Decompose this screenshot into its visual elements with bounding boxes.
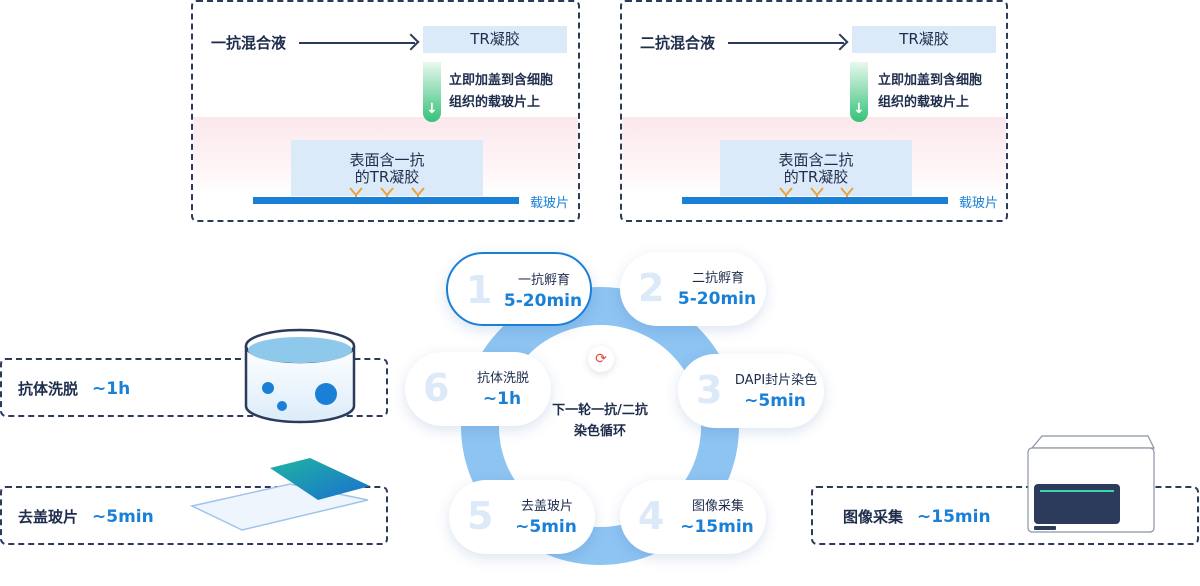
gel-box: TR凝胶 bbox=[852, 26, 996, 53]
step-5[interactable]: 5 去盖玻片 ~5min bbox=[449, 480, 595, 554]
slide-label: 载玻片 bbox=[959, 196, 999, 211]
gel-box: TR凝胶 bbox=[423, 26, 567, 53]
instruction-text: 立即加盖到含细胞 组织的载玻片上 bbox=[449, 70, 553, 114]
slide-gel-line-1: 表面含一抗 bbox=[349, 151, 425, 169]
mix-label: 二抗混合液 bbox=[640, 34, 716, 52]
elution-time: ~1h bbox=[92, 379, 131, 399]
instruction-text: 立即加盖到含细胞 组织的载玻片上 bbox=[878, 70, 982, 114]
step-name: 去盖玻片 bbox=[520, 499, 573, 514]
elution-label: 抗体洗脱 ~1h bbox=[18, 378, 130, 399]
instruction-line-2: 组织的载玻片上 bbox=[449, 95, 541, 110]
slide-bar bbox=[682, 197, 948, 204]
step-number: 6 bbox=[423, 366, 450, 410]
cycle-center-text: 下一轮一抗/二抗 染色循环 bbox=[538, 400, 662, 442]
step-time: ~5min bbox=[744, 391, 806, 411]
step-4[interactable]: 4 图像采集 ~15min bbox=[620, 480, 766, 554]
coverslip-name: 去盖玻片 bbox=[18, 508, 79, 526]
imaging-name: 图像采集 bbox=[843, 508, 904, 526]
instruction-line-1: 立即加盖到含细胞 bbox=[878, 73, 983, 88]
instruction-line-1: 立即加盖到含细胞 bbox=[449, 73, 554, 88]
step-name: 抗体洗脱 bbox=[476, 371, 529, 386]
coverslip-label: 去盖玻片 ~5min bbox=[18, 506, 154, 527]
step-name: DAPI封片染色 bbox=[734, 373, 818, 388]
step-3[interactable]: 3 DAPI封片染色 ~5min bbox=[678, 354, 824, 428]
step-number: 4 bbox=[638, 494, 665, 538]
center-line-2: 染色循环 bbox=[573, 424, 626, 439]
step-number: 1 bbox=[466, 268, 493, 312]
mix-label: 一抗混合液 bbox=[211, 34, 287, 52]
step-number: 3 bbox=[696, 368, 723, 412]
refresh-icon: ⟳ bbox=[588, 346, 614, 372]
step-6[interactable]: 6 抗体洗脱 ~1h bbox=[405, 352, 551, 426]
primary-antibody-panel: 一抗混合液 TR凝胶 ↓ 立即加盖到含细胞 组织的载玻片上 表面含一抗 的TR凝… bbox=[191, 0, 580, 222]
instruction-line-2: 组织的载玻片上 bbox=[878, 95, 970, 110]
arrow-right-icon bbox=[299, 42, 415, 44]
elution-name: 抗体洗脱 bbox=[18, 380, 79, 398]
slide-label: 载玻片 bbox=[530, 196, 570, 211]
step-name: 二抗孵育 bbox=[691, 271, 744, 286]
step-time: ~1h bbox=[482, 389, 522, 409]
imaging-label: 图像采集 ~15min bbox=[843, 506, 991, 527]
step-name: 一抗孵育 bbox=[517, 273, 570, 288]
slide-gel-line-2: 的TR凝胶 bbox=[354, 168, 420, 186]
elution-beaker-icon bbox=[244, 328, 356, 424]
arrow-right-icon bbox=[728, 42, 844, 44]
coverslip-icon bbox=[190, 458, 370, 531]
step-2[interactable]: 2 二抗孵育 5-20min bbox=[620, 252, 766, 326]
step-1[interactable]: 1 一抗孵育 5-20min bbox=[446, 252, 592, 326]
step-number: 5 bbox=[467, 494, 494, 538]
slide-gel-line-2: 的TR凝胶 bbox=[783, 168, 849, 186]
drop-down-arrow-icon: ↓ bbox=[423, 62, 441, 122]
slide-gel-line-1: 表面含二抗 bbox=[778, 151, 854, 169]
slide-gel: 表面含一抗 的TR凝胶 bbox=[291, 140, 483, 196]
coverslip-time: ~5min bbox=[92, 507, 154, 527]
step-time: ~5min bbox=[515, 517, 577, 537]
step-time: ~15min bbox=[680, 517, 754, 537]
slide-gel: 表面含二抗 的TR凝胶 bbox=[720, 140, 912, 196]
imaging-device-icon bbox=[1027, 435, 1155, 533]
step-name: 图像采集 bbox=[691, 499, 744, 514]
step-number: 2 bbox=[638, 266, 665, 310]
step-time: 5-20min bbox=[503, 291, 583, 311]
imaging-time: ~15min bbox=[917, 507, 991, 527]
center-line-1: 下一轮一抗/二抗 bbox=[552, 403, 648, 418]
step-time: 5-20min bbox=[677, 289, 757, 309]
slide-bar bbox=[253, 197, 519, 204]
drop-down-arrow-icon: ↓ bbox=[850, 62, 868, 122]
secondary-antibody-panel: 二抗混合液 TR凝胶 ↓ 立即加盖到含细胞 组织的载玻片上 表面含二抗 的TR凝… bbox=[620, 0, 1008, 222]
